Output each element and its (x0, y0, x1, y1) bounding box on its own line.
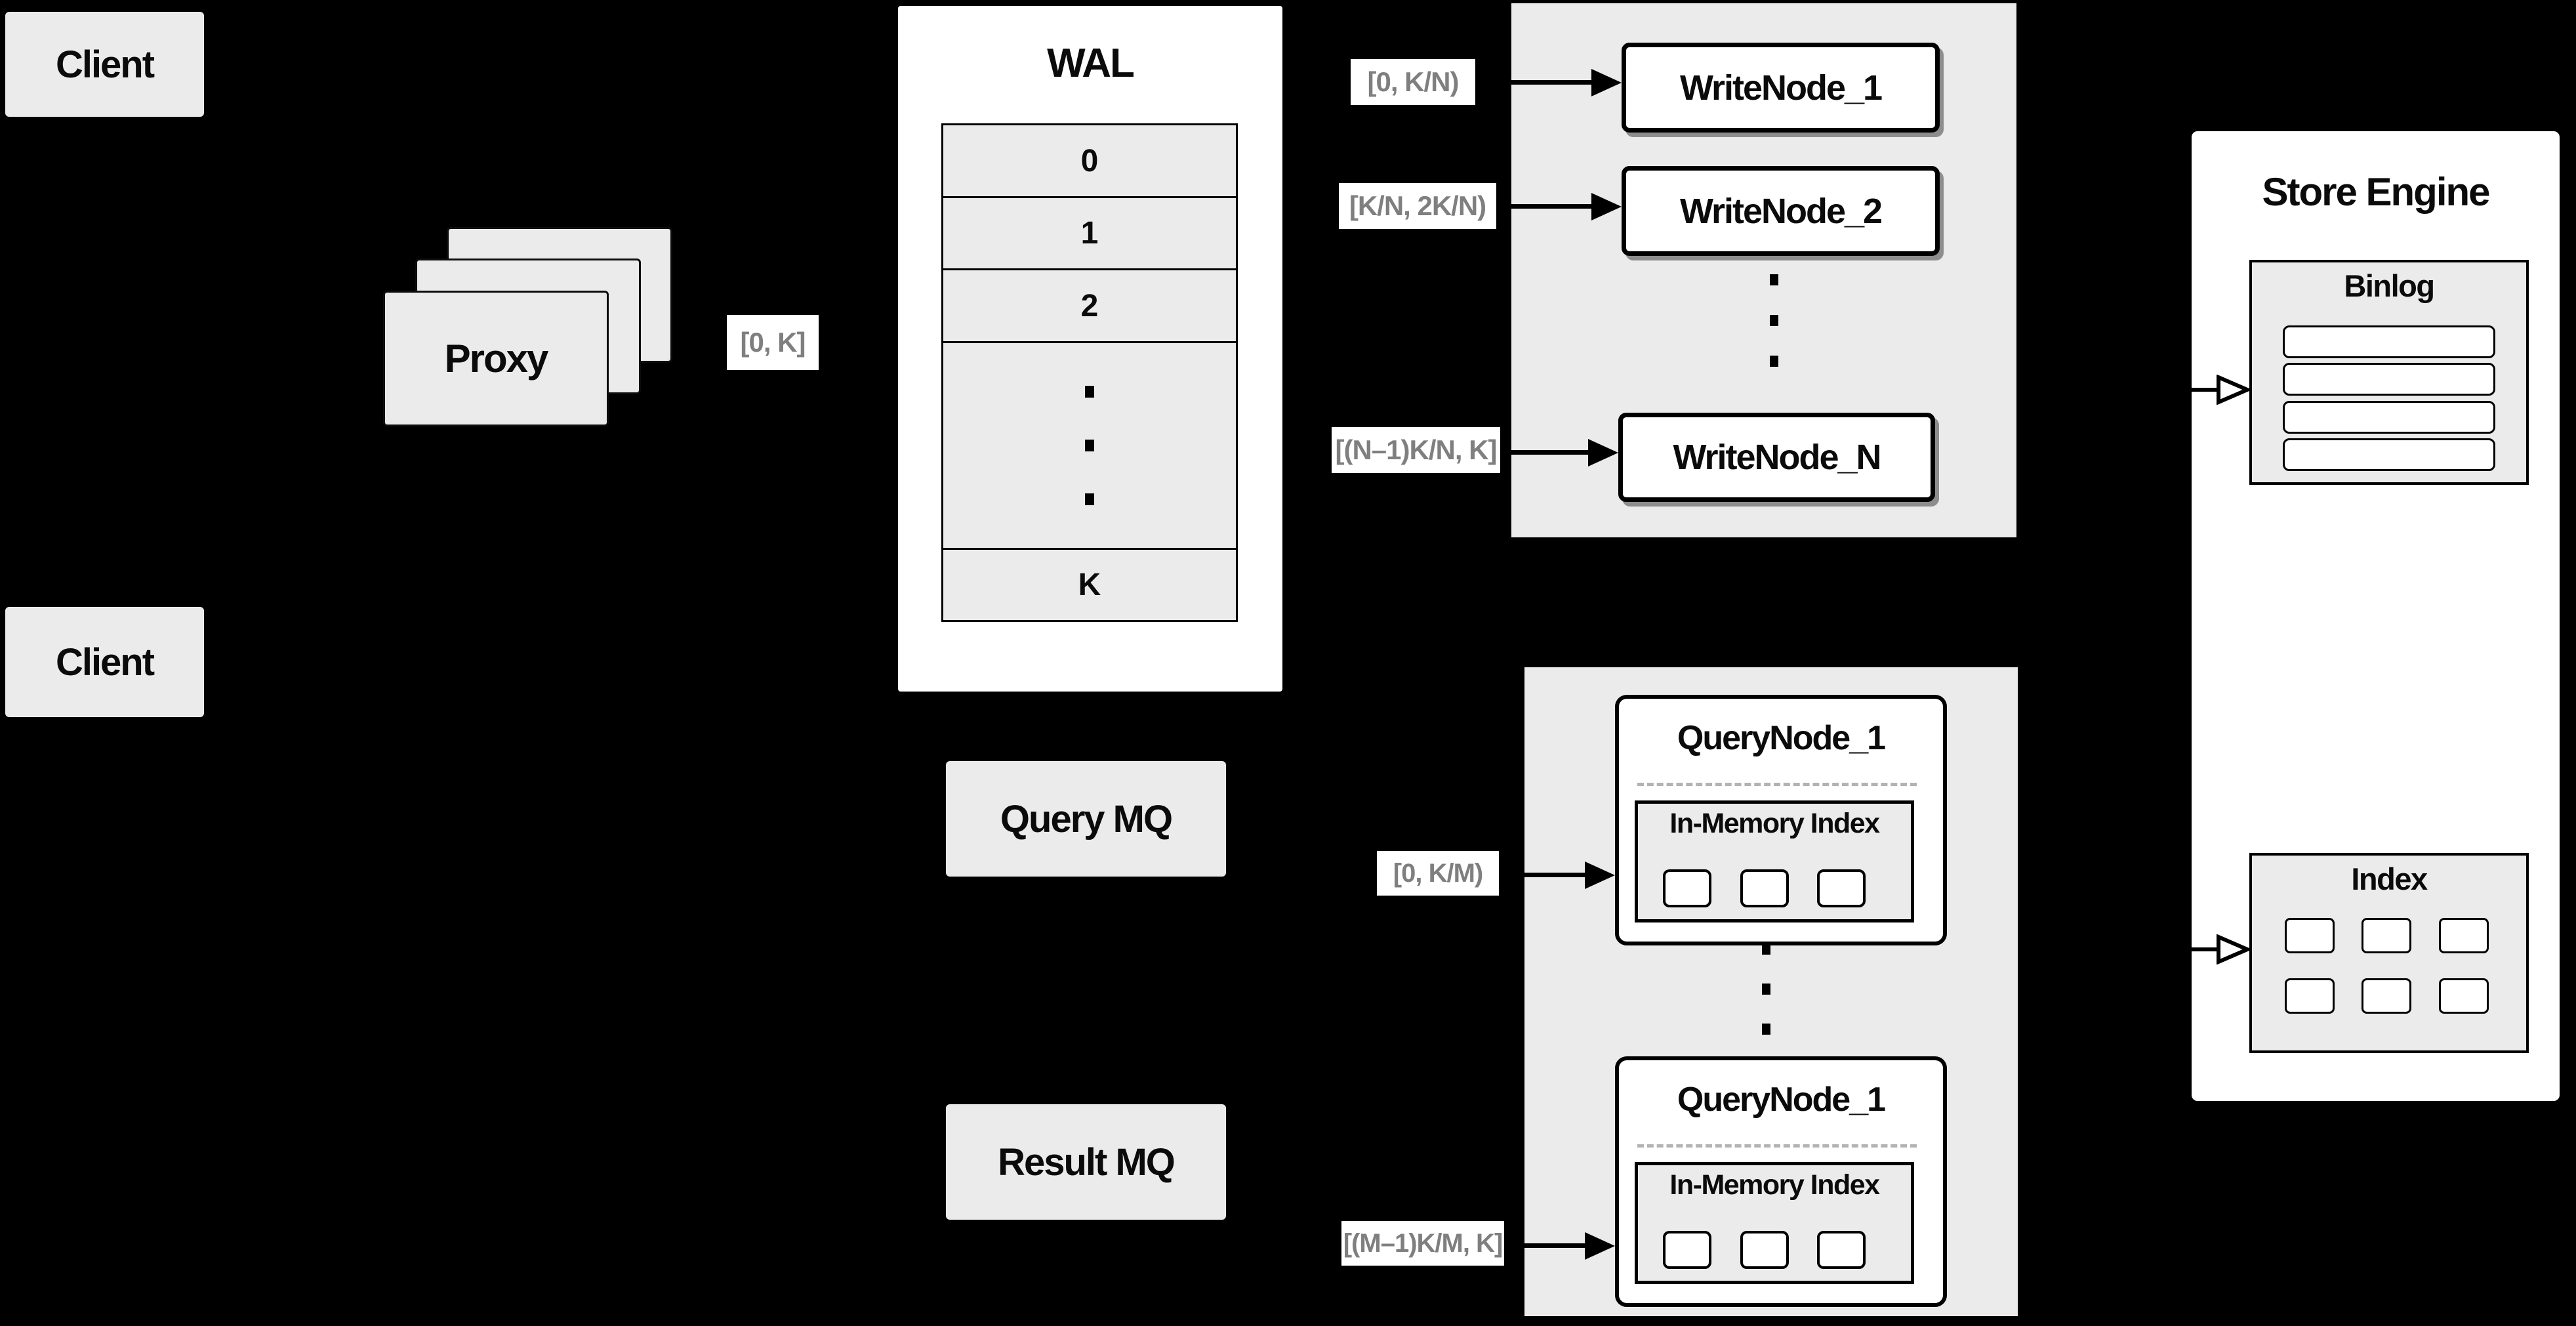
client-top-label: Client (55, 43, 155, 86)
store-engine-title: Store Engine (2262, 170, 2490, 214)
binlog-row-icon (2283, 363, 2495, 396)
index-file-icon (2439, 918, 2489, 953)
wal-row-k: K (941, 548, 1238, 622)
wal-row-2: 2 (941, 268, 1238, 343)
binlog-row-icon (2283, 325, 2495, 358)
segment-icon (1663, 869, 1711, 907)
writenode-1-box: WriteNode_1 (1622, 43, 1940, 133)
range-label-writenode-2: [K/N, 2K/N) (1339, 183, 1496, 229)
arrow-writenode-1-shaft (1477, 80, 1593, 85)
query-mq-label: Query MQ (1000, 797, 1173, 840)
querynode-1-label: QueryNode_1 (1677, 719, 1886, 757)
binlog-title: Binlog (2344, 268, 2435, 303)
arrow-writenode-1-head-icon (1591, 69, 1622, 96)
querynode-m-divider (1637, 1144, 1917, 1148)
arrow-binlog-shaft (2190, 388, 2222, 392)
querynode-1-inmemory-panel: In-Memory Index (1635, 800, 1914, 922)
querynode-ellipsis-icon (1762, 943, 1770, 1035)
vertical-ellipsis-icon (1085, 386, 1094, 505)
client-top-box: Client (5, 12, 204, 117)
index-file-icon (2439, 978, 2489, 1014)
querynode-m-box: QueryNode_1 In-Memory Index (1615, 1056, 1947, 1307)
arrow-writenode-2-shaft (1498, 204, 1591, 209)
wal-title: WAL (1047, 41, 1135, 86)
range-label-writenode-n: [(N–1)K/N, K] (1332, 427, 1500, 473)
querynode-m-label: QueryNode_1 (1677, 1081, 1886, 1119)
index-panel: Index (2249, 853, 2529, 1053)
querynode-1-inmemory-label: In-Memory Index (1669, 808, 1880, 839)
segment-icon (1740, 1231, 1789, 1269)
arrow-index-head-icon (2217, 934, 2250, 964)
arrow-writenode-n-shaft (1502, 450, 1588, 455)
range-label-proxy-wal: [0, K] (727, 315, 819, 370)
wal-row-ellipsis (941, 341, 1238, 550)
arrow-querynode-m-shaft (1506, 1243, 1586, 1248)
client-bottom-box: Client (5, 607, 204, 717)
result-mq-box: Result MQ (946, 1104, 1226, 1220)
binlog-panel: Binlog (2249, 260, 2529, 485)
proxy-label: Proxy (444, 337, 549, 381)
writenode-n-box: WriteNode_N (1618, 413, 1935, 502)
index-file-icon (2285, 918, 2335, 953)
range-label-querynode-1: [0, K/M) (1377, 851, 1499, 896)
arrow-binlog-head-icon (2217, 375, 2250, 405)
querynode-m-inmemory-panel: In-Memory Index (1635, 1162, 1914, 1284)
writenode-2-label: WriteNode_2 (1679, 191, 1883, 231)
wal-row-1: 1 (941, 196, 1238, 270)
querynode-1-divider (1637, 783, 1917, 786)
arrow-index-shaft (2190, 947, 2222, 951)
index-file-icon (2361, 978, 2411, 1014)
range-label-writenode-1: [0, K/N) (1351, 59, 1475, 105)
range-label-querynode-m: [(M–1)K/M, K] (1341, 1221, 1504, 1266)
wal-row-0: 0 (941, 123, 1238, 198)
segment-icon (1817, 869, 1866, 907)
index-file-icon (2361, 918, 2411, 953)
writenode-ellipsis-icon (1770, 274, 1778, 367)
wal-table: 0 1 2 K (941, 123, 1238, 622)
segment-icon (1663, 1231, 1711, 1269)
proxy-card-front: Proxy (383, 291, 609, 426)
binlog-row-icon (2283, 401, 2495, 434)
querynode-1-box: QueryNode_1 In-Memory Index (1615, 695, 1947, 945)
arrow-writenode-n-head-icon (1588, 439, 1618, 466)
query-mq-box: Query MQ (946, 761, 1226, 877)
querynode-m-inmemory-label: In-Memory Index (1669, 1169, 1880, 1201)
index-title: Index (2351, 861, 2428, 896)
writenode-n-label: WriteNode_N (1673, 438, 1881, 477)
arrow-querynode-1-head-icon (1585, 861, 1615, 889)
client-bottom-label: Client (55, 640, 155, 684)
result-mq-label: Result MQ (998, 1140, 1176, 1184)
writenode-2-box: WriteNode_2 (1622, 166, 1940, 256)
segment-icon (1817, 1231, 1866, 1269)
index-file-icon (2285, 978, 2335, 1014)
arrow-writenode-2-head-icon (1591, 193, 1622, 220)
segment-icon (1740, 869, 1789, 907)
arrow-querynode-m-head-icon (1585, 1232, 1615, 1260)
writenode-1-label: WriteNode_1 (1679, 68, 1883, 108)
binlog-row-icon (2283, 438, 2495, 471)
arrow-querynode-1-shaft (1501, 873, 1586, 877)
